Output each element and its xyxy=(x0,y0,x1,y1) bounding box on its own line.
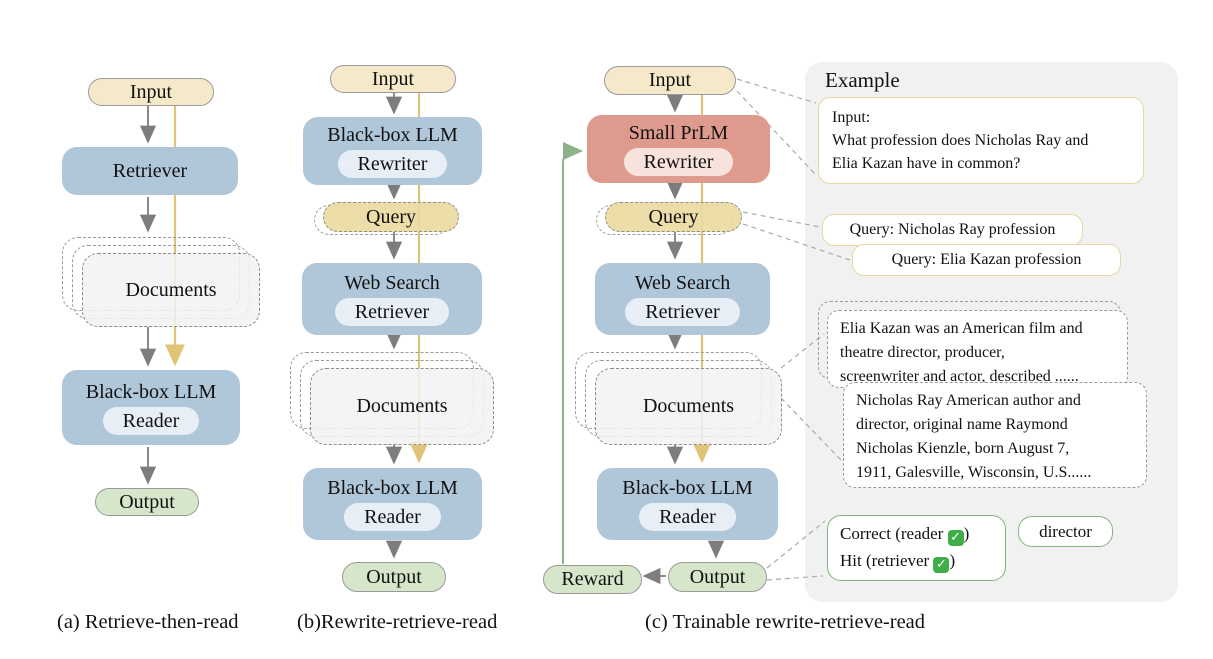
query-node-b: Query xyxy=(323,202,459,232)
result-hit-text: Hit (retriever xyxy=(840,551,934,570)
documents-node-c: Documents xyxy=(595,368,782,445)
result-correct-paren: ) xyxy=(963,524,970,543)
example-doc2-line3: Nicholas Kienzle, born August 7, xyxy=(856,440,1070,457)
documents-label-a: Documents xyxy=(125,278,217,301)
example-doc2-line1: Nicholas Ray American author and xyxy=(856,392,1081,409)
retriever-sub-pill-b: Retriever xyxy=(334,298,450,326)
query-node-c: Query xyxy=(605,202,742,232)
example-doc1-line1: Elia Kazan was an American film and xyxy=(840,320,1083,337)
result-correct-text: Correct (reader xyxy=(840,524,948,543)
retriever-title-b: Web Search xyxy=(344,272,440,294)
retriever-title-c: Web Search xyxy=(634,272,731,294)
reader-node-b: Black-box LLM Reader xyxy=(303,468,482,540)
caption-a: (a) Retrieve-then-read xyxy=(57,611,239,633)
example-doc2-bubble: Nicholas Ray American author and directo… xyxy=(843,382,1147,488)
documents-label-c: Documents xyxy=(642,395,735,417)
output-node-c: Output xyxy=(668,562,767,592)
reader-node-a: Black-box LLM Reader xyxy=(62,370,240,445)
input-node-b: Input xyxy=(330,65,456,93)
retriever-sub-pill-c: Retriever xyxy=(625,298,740,326)
retriever-node-c: Web Search Retriever xyxy=(595,263,770,335)
example-doc1-line3: screenwriter and actor, described ...... xyxy=(840,368,1079,385)
retriever-node-a: Retriever xyxy=(62,147,238,195)
output-node-a: Output xyxy=(95,488,199,516)
example-query1-bubble: Query: Nicholas Ray profession xyxy=(822,214,1083,246)
example-input-line3: Elia Kazan have in common? xyxy=(832,155,1021,172)
reader-node-c: Black-box LLM Reader xyxy=(597,468,778,540)
example-doc2-line2: director, original name Raymond xyxy=(856,416,1068,433)
documents-label-b: Documents xyxy=(356,395,448,417)
example-doc1-line2: theatre director, producer, xyxy=(840,344,1005,361)
check-icon: ✓ xyxy=(947,530,964,546)
result-hit-paren: ) xyxy=(949,551,956,570)
output-node-b: Output xyxy=(342,562,446,592)
reader-title-c: Black-box LLM xyxy=(622,477,753,499)
rewriter-node-c: Small PrLM Rewriter xyxy=(587,115,770,183)
example-title: Example xyxy=(825,68,900,92)
reader-sub-pill-c: Reader xyxy=(639,503,736,531)
example-input-line2: What profession does Nicholas Ray and xyxy=(832,132,1089,149)
retriever-node-b: Web Search Retriever xyxy=(302,263,482,335)
example-input-bubble: Input: What profession does Nicholas Ray… xyxy=(818,97,1144,184)
reader-title-b: Black-box LLM xyxy=(327,477,458,499)
result-correct-line: Correct (reader ✓) xyxy=(840,520,993,547)
check-icon: ✓ xyxy=(933,557,950,573)
rewriter-title-b: Black-box LLM xyxy=(327,124,458,146)
caption-b: (b)Rewrite-retrieve-read xyxy=(297,611,498,633)
retriever-label-a: Retriever xyxy=(112,159,188,182)
reader-sub-pill-b: Reader xyxy=(344,503,441,531)
input-node-a: Input xyxy=(88,78,214,106)
documents-node-a: Documents xyxy=(82,253,260,327)
documents-node-b: Documents xyxy=(310,368,494,445)
example-input-line1: Input: xyxy=(832,109,871,126)
example-answer-pill: director xyxy=(1018,516,1113,547)
reader-title-a: Black-box LLM xyxy=(85,380,217,403)
input-node-c: Input xyxy=(604,66,736,95)
rewriter-sub-pill-c: Rewriter xyxy=(623,148,734,176)
result-hit-line: Hit (retriever ✓) xyxy=(840,547,993,574)
example-doc1-bubble: Elia Kazan was an American film and thea… xyxy=(827,310,1128,388)
reader-sub-pill-a: Reader xyxy=(102,406,200,435)
reward-node-c: Reward xyxy=(543,565,642,594)
example-query2-bubble: Query: Elia Kazan profession xyxy=(852,244,1121,276)
example-doc2-line4: 1911, Galesville, Wisconsin, U.S...... xyxy=(856,464,1092,481)
caption-c: (c) Trainable rewrite-retrieve-read xyxy=(645,611,926,633)
rewriter-title-c: Small PrLM xyxy=(628,122,729,144)
example-result-bubble: Correct (reader ✓) Hit (retriever ✓) xyxy=(827,515,1006,581)
rewriter-node-b: Black-box LLM Rewriter xyxy=(303,117,482,185)
rewriter-sub-pill-b: Rewriter xyxy=(337,150,448,178)
